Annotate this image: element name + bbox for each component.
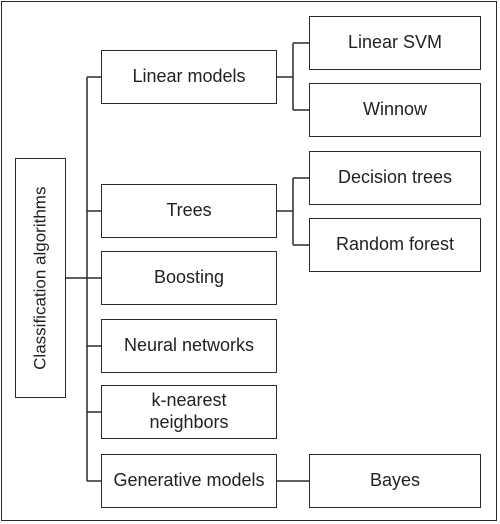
node-classification-algorithms: Classification algorithms	[15, 158, 66, 398]
node-winnow: Winnow	[309, 83, 481, 137]
node-random-forest: Random forest	[309, 218, 481, 272]
node-linear-svm: Linear SVM	[309, 16, 481, 70]
node-k-nearest-neighbors: k-nearest neighbors	[101, 385, 277, 439]
node-generative-models: Generative models	[101, 454, 277, 508]
node-linear-models: Linear models	[101, 50, 277, 104]
node-bayes: Bayes	[309, 454, 481, 508]
node-neural-networks: Neural networks	[101, 319, 277, 373]
node-boosting: Boosting	[101, 251, 277, 305]
node-classification-algorithms-label: Classification algorithms	[30, 186, 50, 370]
node-trees: Trees	[101, 184, 277, 238]
node-decision-trees: Decision trees	[309, 151, 481, 205]
